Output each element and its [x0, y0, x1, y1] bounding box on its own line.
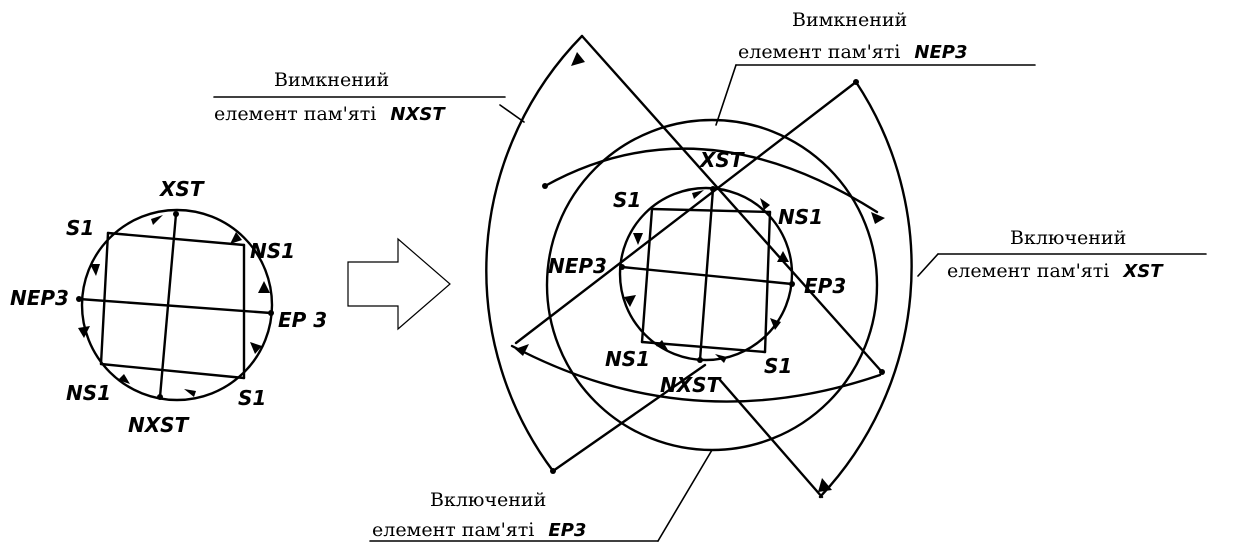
mid-arrow-icon	[871, 212, 885, 224]
callout-nep3-code: NEP3	[914, 42, 967, 63]
left-state-diagram: XST S1 NS1 NEP3 EP 3 NS1 S1 NXST	[10, 177, 327, 437]
callout-leader-ep3	[657, 449, 713, 542]
callout-ep3-text: елемент пам'яті	[372, 519, 534, 541]
inner-arrow-icon	[770, 318, 781, 330]
callout-xst-text: елемент пам'яті	[947, 260, 1109, 282]
callout-ep3-line1: Включений	[430, 489, 546, 511]
right-label-ns1-top: NS1	[778, 205, 823, 229]
callout-leader-xst	[917, 253, 939, 277]
callout-leader-nep3	[715, 64, 737, 126]
left-arrow-icon	[258, 281, 270, 293]
inner-arrow-icon	[760, 198, 770, 210]
callout-leader-nxst	[499, 104, 525, 123]
left-label-s1-top: S1	[66, 216, 94, 240]
callout-nep3-text: елемент пам'яті	[738, 41, 900, 63]
diag-line-br-down	[718, 378, 824, 499]
right-label-nep3: NEP3	[548, 254, 607, 278]
outer-arrow-icon	[818, 478, 832, 492]
inner-arrow-icon	[692, 190, 704, 199]
mid-arc-top	[543, 147, 879, 214]
left-label-ep3: EP 3	[278, 308, 327, 332]
inner-circle	[618, 186, 794, 362]
left-line-bottom	[99, 362, 246, 380]
left-label-xst: XST	[158, 177, 205, 201]
left-arrow-icon	[90, 264, 100, 276]
inner-line-left	[640, 207, 654, 344]
diag-line-tl-br	[580, 34, 884, 374]
callout-ep3-code: EP3	[548, 520, 586, 541]
callout-ep3-line2: елемент пам'яті EP3	[372, 519, 586, 541]
left-arrow-icon	[78, 326, 90, 338]
left-label-ns1-top: NS1	[250, 239, 295, 263]
outer-arrow-icon	[571, 52, 585, 66]
inner-arrow-icon	[715, 354, 727, 363]
right-label-xst: XST	[698, 148, 745, 172]
left-arrow-icon	[250, 342, 262, 354]
right-state-diagram: XST S1 NS1 NEP3 EP3 NS1 S1 NXST Вимкнени…	[213, 9, 1207, 542]
callout-nep3-line1: Вимкнений	[792, 9, 907, 31]
left-arrow-icon	[184, 389, 196, 397]
callout-nxst-line2: елемент пам'яті NXST	[214, 103, 446, 125]
callout-nxst-code: NXST	[390, 104, 446, 125]
callout-xst-line1: Включений	[1010, 227, 1126, 249]
left-label-s1-bottom: S1	[238, 386, 266, 410]
callout-xst-line2: елемент пам'яті XST	[947, 260, 1164, 282]
callout-xst-code: XST	[1122, 261, 1164, 282]
callout-nxst-line1: Вимкнений	[274, 69, 389, 91]
left-line-horizontal	[77, 297, 273, 315]
outer-arc-right	[818, 80, 913, 499]
transform-arrow-icon	[347, 237, 451, 331]
left-label-ns1-bottom: NS1	[66, 381, 111, 405]
left-label-nxst: NXST	[128, 413, 190, 437]
mid-arc-bottom	[510, 344, 882, 403]
callout-nxst-text: елемент пам'яті	[214, 103, 376, 125]
inner-arrow-icon	[656, 340, 668, 350]
callout-nep3-line2: елемент пам'яті NEP3	[738, 41, 968, 63]
inner-arrow-icon	[624, 295, 636, 307]
left-line-left	[99, 231, 110, 366]
left-line-top	[106, 231, 246, 247]
right-label-s1-bottom: S1	[764, 354, 792, 378]
mid-arrow-icon	[515, 344, 529, 356]
right-label-ns1-bottom: NS1	[605, 347, 650, 371]
inner-arrow-icon	[633, 233, 643, 245]
left-arrow-icon	[230, 232, 242, 244]
inner-arrow-icon	[777, 251, 789, 262]
outer-arc-left	[485, 34, 584, 473]
inner-line-horizontal	[620, 265, 794, 286]
left-arrow-icon	[118, 374, 130, 384]
left-arrow-icon	[151, 215, 163, 225]
right-label-ep3: EP3	[804, 274, 846, 298]
right-label-s1-top: S1	[613, 188, 641, 212]
left-label-nep3: NEP3	[10, 286, 69, 310]
right-label-nxst: NXST	[660, 373, 722, 397]
diag-line-tr-bl	[514, 80, 858, 345]
diag-line-bl-up	[551, 363, 707, 473]
left-circle	[80, 208, 274, 402]
